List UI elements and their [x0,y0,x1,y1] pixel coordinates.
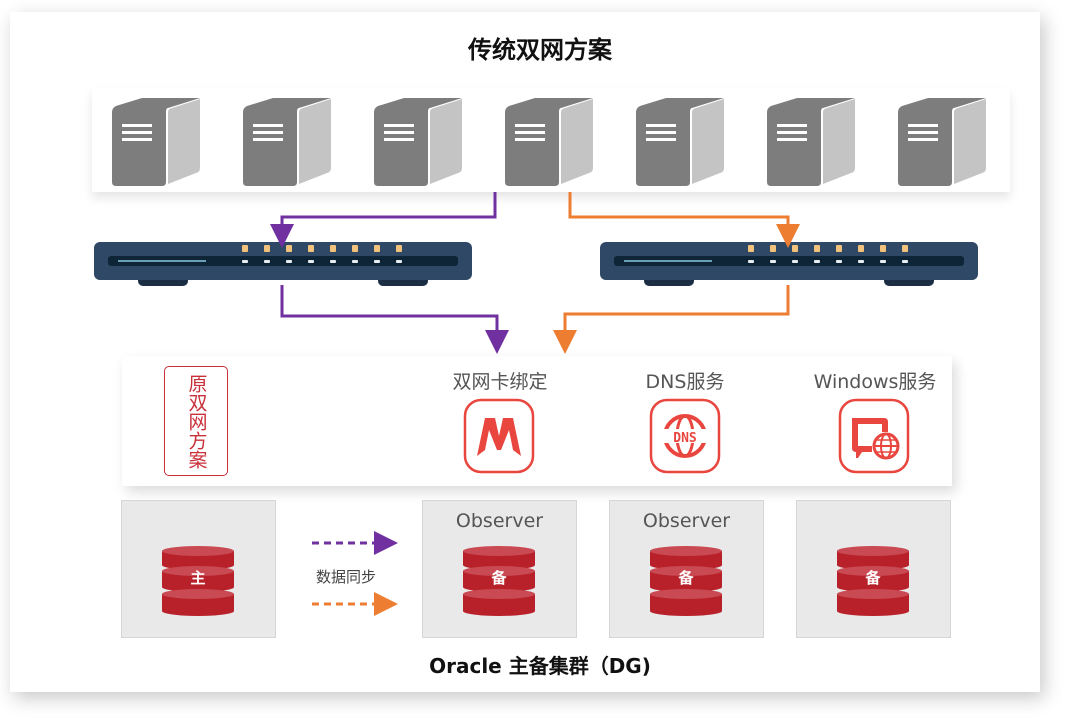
switch-right [600,242,978,288]
port-indicator [374,260,380,263]
port-led [330,245,336,252]
switch-left [94,242,472,288]
cluster-caption: Oracle 主备集群（DG) [429,654,651,678]
server-icon [636,98,724,186]
port-led [814,245,820,252]
service-panel [122,356,952,486]
m-bonding-icon [463,398,535,474]
server-icon [767,98,855,186]
service-label-nic-bonding: 双网卡绑定 [452,371,548,393]
port-led [352,245,358,252]
port-indicator [770,260,776,263]
svg-text:DNS: DNS [673,431,697,446]
database-icon [837,546,909,616]
server-icon [112,98,200,186]
port-indicator [902,260,908,263]
monitor-globe-icon [838,398,910,474]
database-icon [650,546,722,616]
observer-label: Observer [642,510,731,532]
port-indicator [880,260,886,263]
port-led [902,245,908,252]
status-line [624,260,712,262]
port-led [242,245,248,252]
port-indicator [858,260,864,263]
port-indicator [330,260,336,263]
port-led [308,245,314,252]
port-led [836,245,842,252]
database-icon [463,546,535,616]
port-indicator [264,260,270,263]
port-led [792,245,798,252]
switch-port-strip [614,256,964,266]
switch-port-strip [108,256,458,266]
database-role-label: 备 [865,569,881,587]
port-indicator [836,260,842,263]
port-indicator [352,260,358,263]
port-indicator [242,260,248,263]
switch-foot [378,280,428,286]
server-icon [505,98,593,186]
port-indicator [308,260,314,263]
port-indicator [286,260,292,263]
port-led [264,245,270,252]
switch-foot [644,280,694,286]
port-led [748,245,754,252]
status-line [118,260,206,262]
database-role-label: 备 [491,569,507,587]
port-led [396,245,402,252]
port-indicator [748,260,754,263]
dns-globe-icon: DNS [649,398,721,474]
port-indicator [396,260,402,263]
port-indicator [792,260,798,263]
server-icon [898,98,986,186]
legacy-scheme-stamp: 原双网方案 [164,366,228,476]
port-led [880,245,886,252]
server-icon [243,98,331,186]
port-led [858,245,864,252]
port-led [374,245,380,252]
server-icon [374,98,462,186]
port-led [286,245,292,252]
port-led [770,245,776,252]
port-indicator [814,260,820,263]
observer-label: Observer [455,510,544,532]
data-sync-label: 数据同步 [316,568,377,586]
switch-foot [138,280,188,286]
service-label-windows: Windows服务 [813,371,937,393]
switch-foot [884,280,934,286]
database-role-label: 主 [190,569,206,587]
database-role-label: 备 [678,569,694,587]
database-icon [162,546,234,616]
diagram-title: 传统双网方案 [468,36,612,64]
service-label-dns: DNS服务 [645,371,725,393]
